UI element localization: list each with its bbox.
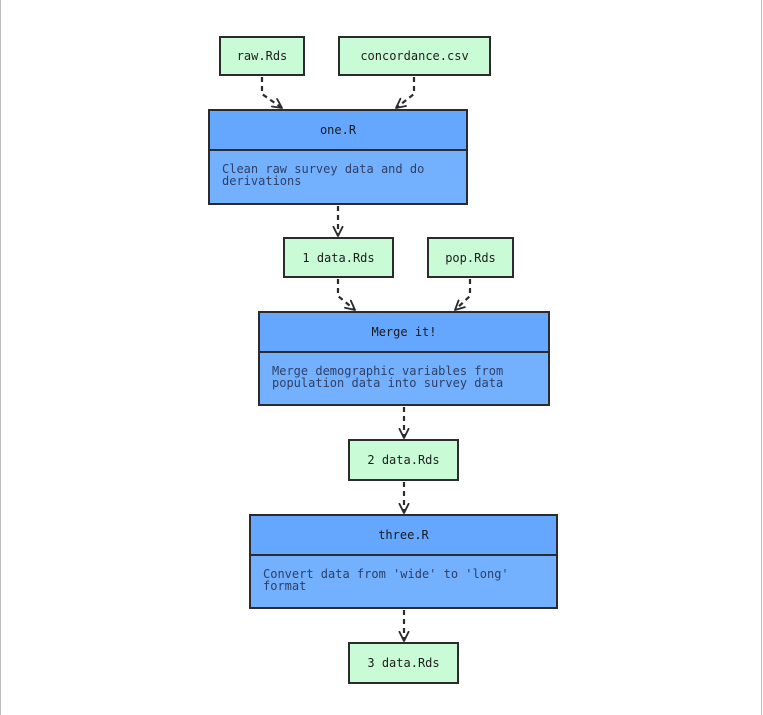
file-node-label: raw.Rds: [236, 49, 288, 63]
file-node-concordance-csv: concordance.csv: [338, 36, 491, 76]
description-line: population data into survey data: [272, 376, 504, 390]
file-node-label: pop.Rds: [445, 250, 496, 265]
file-node-pop-rds: pop.Rds: [427, 237, 514, 278]
right-frame-line: [761, 0, 762, 715]
script-node-description: Convert data from 'wide' to 'long'format: [251, 556, 556, 607]
script-node-title-text: one.R: [319, 123, 357, 137]
edge-raw-rds-to-one-r: [260, 77, 283, 109]
script-node-title: Merge it!: [260, 313, 548, 353]
file-node-data1-rds: 1 data.Rds: [283, 237, 394, 278]
file-node-label: concordance.csv: [360, 49, 469, 63]
script-node-title: one.R: [210, 111, 466, 151]
file-node-data3-rds: 3 data.Rds: [348, 642, 459, 684]
description-line: derivations: [222, 174, 302, 188]
script-node-title: three.R: [251, 516, 556, 556]
edge-pop-rds-to-merge-it: [454, 279, 472, 311]
description-line: Merge demographic variables from: [272, 364, 504, 378]
left-frame-line: [0, 0, 1, 715]
file-node-label: 3 data.Rds: [367, 656, 440, 670]
edge-data1-rds-to-merge-it: [336, 279, 356, 311]
file-node-label: 1 data.Rds: [302, 250, 375, 265]
edge-layer: [260, 77, 472, 642]
file-node-raw-rds: raw.Rds: [219, 36, 305, 76]
script-node-title-text: three.R: [378, 528, 429, 542]
description-line: Convert data from 'wide' to 'long': [263, 567, 509, 581]
script-node-title-text: Merge it!: [371, 325, 437, 339]
file-node-label: 2 data.Rds: [367, 453, 440, 467]
description-line: format: [263, 579, 307, 593]
script-node-merge-it: Merge it! Merge demographic variables fr…: [258, 311, 550, 406]
script-node-three-r: three.R Convert data from 'wide' to 'lon…: [249, 514, 558, 609]
description-line: Clean raw survey data and do: [222, 162, 425, 176]
file-node-data2-rds: 2 data.Rds: [348, 439, 459, 481]
edge-concordance-csv-to-one-r: [395, 77, 416, 109]
